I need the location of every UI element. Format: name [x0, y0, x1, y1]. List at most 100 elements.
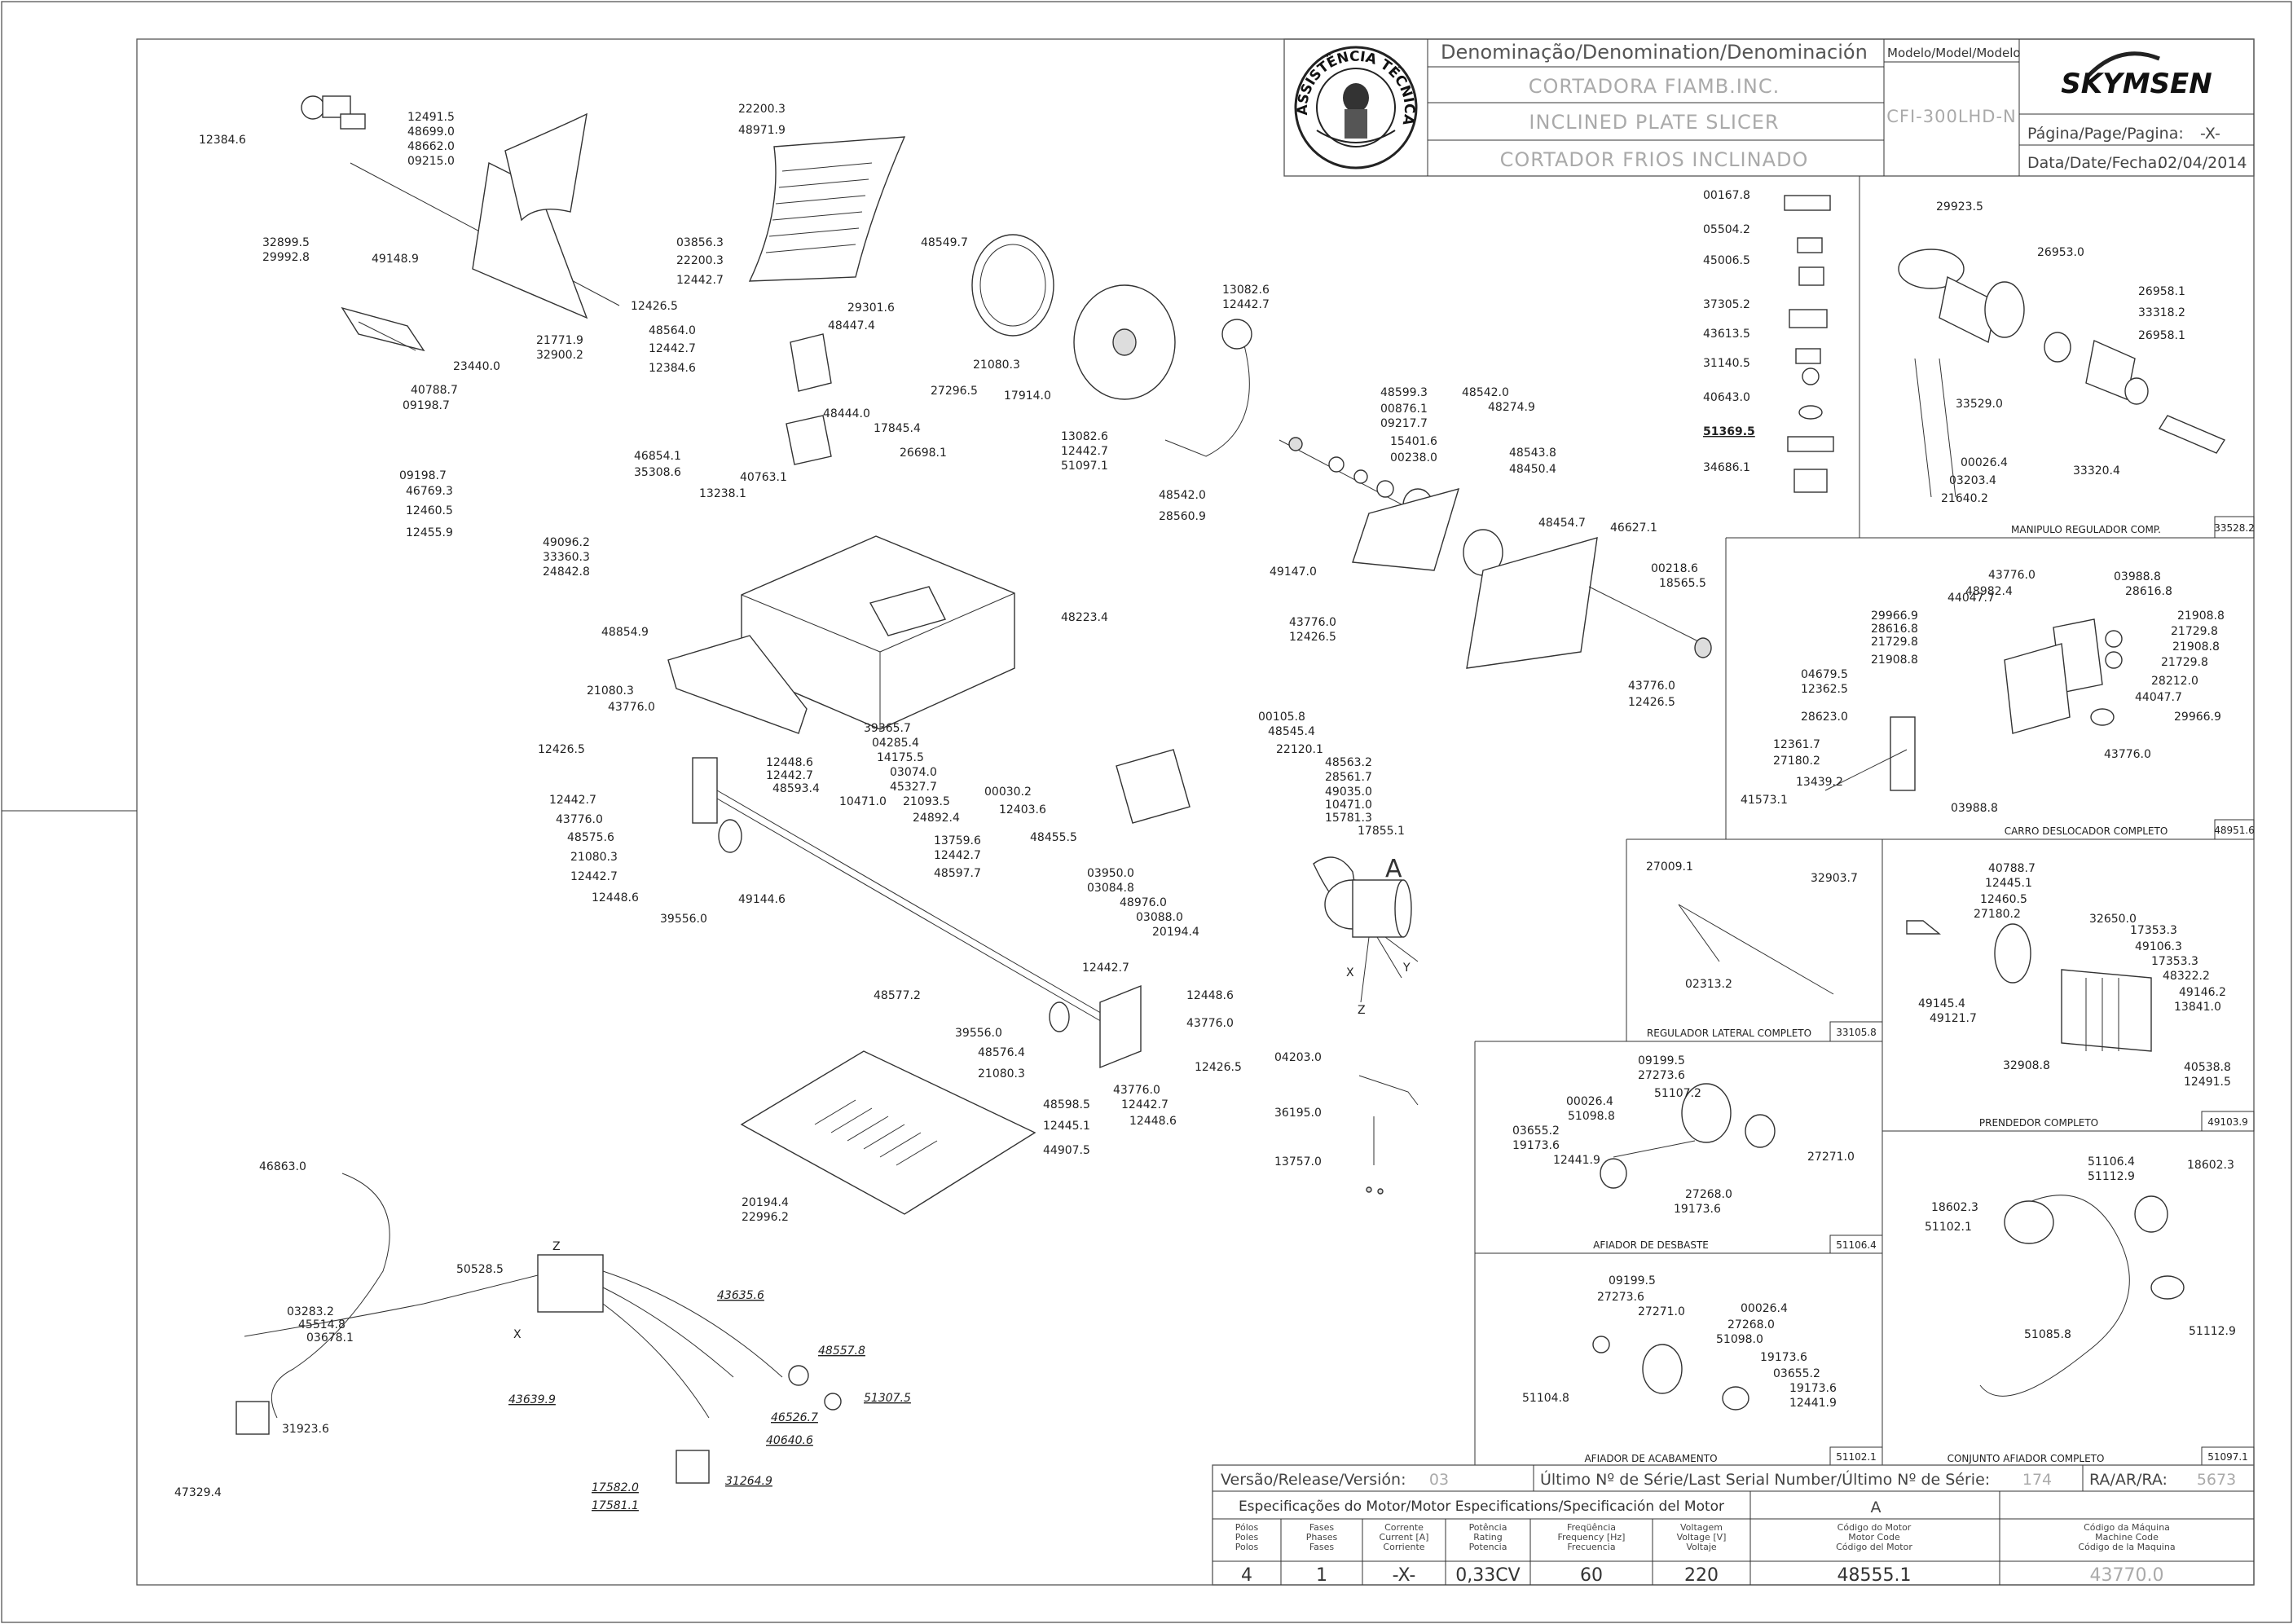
part-label: 12361.7 [1773, 738, 1820, 751]
wiring-harness-drawing [235, 1173, 842, 1484]
part-label: 27271.0 [1638, 1305, 1685, 1318]
part-label: 03084.8 [1087, 882, 1134, 895]
part-label: 12448.6 [1129, 1115, 1177, 1128]
part-label: 12426.5 [631, 300, 678, 313]
code-prendedor: 49103.9 [2207, 1116, 2248, 1128]
part-label: 27273.6 [1597, 1291, 1644, 1304]
svg-text:Rating: Rating [1473, 1532, 1502, 1543]
svg-text:Código de la Maquina: Código de la Maquina [2078, 1542, 2175, 1552]
part-label: 28560.9 [1159, 510, 1206, 523]
part-label: 12442.7 [570, 870, 618, 883]
part-label: 21729.8 [1871, 636, 1918, 649]
wiring-axis-x: X [513, 1328, 522, 1341]
part-label: 04679.5 [1801, 668, 1848, 681]
part-label: 51098.8 [1568, 1110, 1615, 1123]
blade-disc-drawing [971, 234, 1176, 400]
part-label: 22200.3 [676, 254, 724, 267]
pusher-assembly-drawing [301, 95, 620, 352]
part-label: 27180.2 [1773, 755, 1820, 768]
part-label: 46526.7 [771, 1411, 818, 1424]
part-label: 39556.0 [955, 1027, 1002, 1040]
part-label: 34686.1 [1703, 461, 1750, 474]
part-label: 29301.6 [847, 301, 895, 315]
part-label: 21729.8 [2171, 625, 2218, 638]
part-label: 33320.4 [2073, 464, 2120, 478]
part-label: 28616.8 [1871, 623, 1918, 636]
part-label: 03283.2 [287, 1305, 334, 1318]
part-label: 40538.8 [2184, 1061, 2231, 1074]
svg-text:Pólos: Pólos [1235, 1522, 1259, 1533]
part-label: 13757.0 [1274, 1155, 1322, 1168]
name-pt: CORTADORA FIAMB.INC. [1529, 75, 1780, 98]
svg-text:Frequency [Hz]: Frequency [Hz] [1558, 1532, 1626, 1543]
part-label: 12445.1 [1985, 877, 2032, 890]
part-label: 03988.8 [2114, 570, 2161, 583]
seal-text: ASSISTÊNCIA TÉCNICA AUTORIZADA [0, 0, 1417, 127]
part-label: 12491.5 [2184, 1076, 2231, 1089]
part-label: 48597.7 [934, 867, 981, 880]
part-label: 21080.3 [973, 359, 1020, 372]
part-label: 49147.0 [1270, 566, 1317, 579]
part-label: 49144.6 [738, 893, 786, 906]
part-label: 43776.0 [1628, 680, 1675, 693]
model-header: Modelo/Model/Modelo [1887, 46, 2021, 60]
part-label: 24892.4 [913, 812, 960, 825]
svg-text:Voltaje: Voltaje [1686, 1542, 1717, 1552]
part-label: 12442.7 [1222, 298, 1270, 311]
part-label: 05504.2 [1703, 223, 1750, 236]
part-label: 17353.3 [2130, 924, 2177, 937]
part-label: 27009.1 [1646, 860, 1693, 874]
part-label: 48662.0 [407, 140, 455, 153]
part-label: 17845.4 [874, 422, 921, 435]
part-number-labels: 12384.6 12491.5 48699.0 48662.0 09215.0 … [174, 103, 2236, 1512]
part-label: 12442.7 [676, 274, 724, 287]
caption-prendedor: PRENDEDOR COMPLETO [1979, 1117, 2098, 1129]
part-label: 48455.5 [1030, 831, 1077, 844]
part-label: 43613.5 [1703, 328, 1750, 341]
part-label: 31264.9 [725, 1475, 772, 1488]
svg-text:Current [A]: Current [A] [1380, 1532, 1429, 1543]
part-label: 51102.1 [1925, 1221, 1972, 1234]
part-label: 21080.3 [978, 1067, 1025, 1080]
part-label: 12442.7 [766, 769, 813, 782]
part-label: 21093.5 [903, 795, 950, 808]
part-label: 10471.0 [839, 795, 887, 808]
part-label: 20194.4 [1152, 926, 1199, 939]
regulator-knob-drawing [1898, 249, 2226, 498]
part-label: 51097.1 [1061, 460, 1108, 473]
clamp-drawing [1906, 920, 2152, 1052]
part-label: 00167.8 [1703, 189, 1750, 202]
date-value: 02/04/2014 [2158, 154, 2247, 172]
machine-code-value: 43770.0 [2090, 1565, 2164, 1586]
part-label: 48576.4 [978, 1046, 1025, 1059]
motor-code-value: 48555.1 [1837, 1565, 1912, 1586]
part-label: 12448.6 [1186, 989, 1234, 1002]
part-label: 00030.2 [984, 786, 1032, 799]
part-label: 43776.0 [608, 701, 655, 714]
part-label: 37305.2 [1703, 298, 1750, 311]
code-afiador-acabamento: 51102.1 [1836, 1451, 1877, 1463]
axis-y-motor: Y [1402, 962, 1411, 975]
part-label: 00876.1 [1380, 403, 1428, 416]
svg-text:Machine Code: Machine Code [2095, 1532, 2159, 1543]
part-label: 13759.6 [934, 834, 981, 847]
motor-spec-columns: Pólos Poles Polos 4 Fases Phases Fases 1… [1235, 1522, 2176, 1586]
svg-text:Potência: Potência [1469, 1522, 1507, 1533]
part-label: 29992.8 [262, 251, 310, 264]
serial-value: 174 [2022, 1471, 2052, 1489]
part-label: 21080.3 [570, 851, 618, 864]
part-label: 44047.7 [2135, 691, 2182, 704]
part-label: 51107.2 [1654, 1087, 1701, 1100]
part-label: 32650.0 [2089, 913, 2137, 926]
part-label: 27180.2 [1974, 908, 2021, 921]
label-decals-drawing [1784, 195, 1834, 493]
part-label: 48274.9 [1488, 401, 1535, 414]
part-label: 18602.3 [1931, 1201, 1978, 1214]
part-label: 03655.2 [1512, 1124, 1560, 1138]
part-label: 48598.5 [1043, 1098, 1090, 1111]
part-label: 48545.4 [1268, 725, 1315, 738]
part-label: 48577.2 [874, 989, 921, 1002]
version-value: 03 [1429, 1471, 1449, 1489]
part-label: 17914.0 [1004, 389, 1051, 403]
caption-afiador-acabamento: AFIADOR DE ACABAMENTO [1584, 1453, 1717, 1464]
